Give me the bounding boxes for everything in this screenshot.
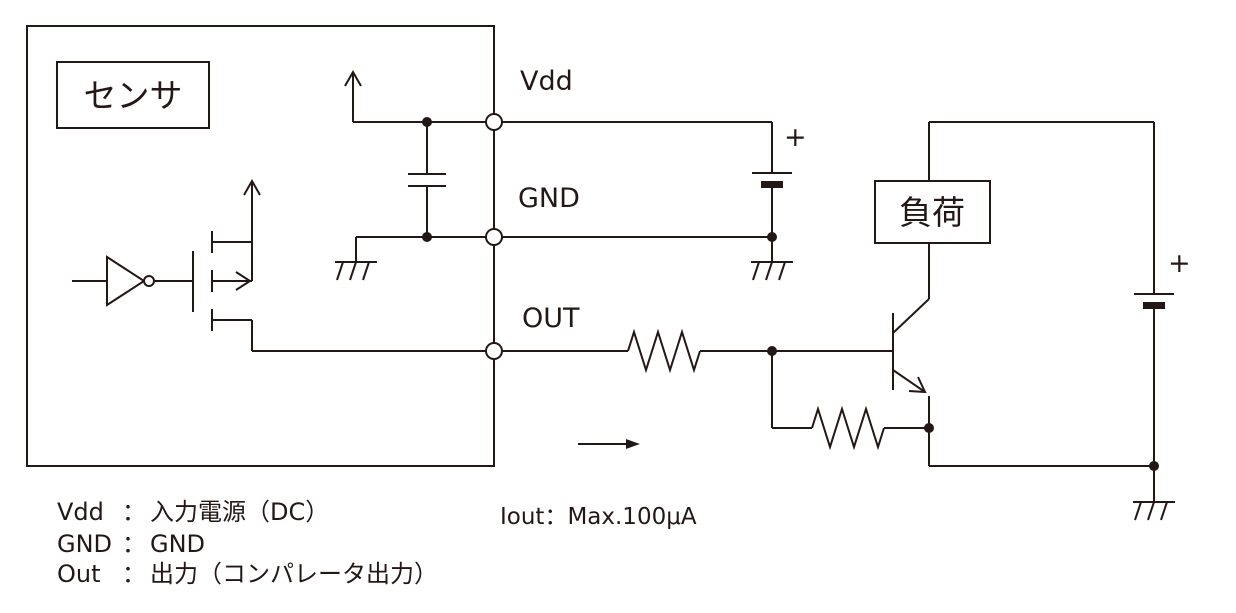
current-arrow	[578, 439, 640, 449]
label-gnd: GND	[518, 183, 580, 214]
terminal-gnd	[485, 228, 503, 246]
internal-vdd-arrow	[344, 69, 494, 123]
terminal-out	[485, 342, 503, 360]
label-out: OUT	[522, 303, 580, 334]
legend-sep-vdd: ：	[122, 498, 146, 526]
load-ground	[1133, 466, 1175, 521]
pulldown-resistor	[771, 351, 929, 451]
legend-desc-out: 出力（コンパレータ出力）	[150, 560, 438, 588]
node-vdd-cap	[422, 117, 432, 127]
load-label: 負荷	[899, 193, 965, 232]
output-mosfet	[192, 178, 494, 352]
supply-plus-sign: +	[784, 122, 807, 153]
base-resistor	[502, 328, 893, 374]
supply-battery	[502, 121, 792, 237]
sensor-label-box	[56, 61, 210, 129]
legend-term-gnd: GND	[57, 530, 112, 558]
npn-transistor	[892, 244, 930, 466]
comparator-inverter	[72, 255, 193, 307]
terminal-vdd	[485, 113, 503, 131]
decoupling-capacitor	[408, 122, 446, 237]
legend-term-out: Out	[57, 560, 101, 588]
load-battery	[1134, 122, 1174, 466]
load-plus-sign: +	[1168, 248, 1191, 279]
legend-desc-gnd: GND	[150, 530, 205, 558]
iout-note: Iout：Max.100μA	[500, 504, 697, 530]
supply-ground	[751, 237, 793, 281]
internal-ground	[335, 236, 494, 281]
legend-desc-vdd: 入力電源（DC）	[150, 498, 329, 526]
legend-term-vdd: Vdd	[57, 498, 104, 526]
legend-sep-out: ：	[122, 560, 146, 588]
legend: Vdd ： 入力電源（DC） GND ： GND Out ： 出力（コンパレータ…	[57, 498, 438, 588]
label-vdd: Vdd	[520, 66, 573, 97]
legend-sep-gnd: ：	[122, 530, 146, 558]
load-box	[874, 180, 991, 244]
sensor-label: センサ	[84, 76, 183, 115]
